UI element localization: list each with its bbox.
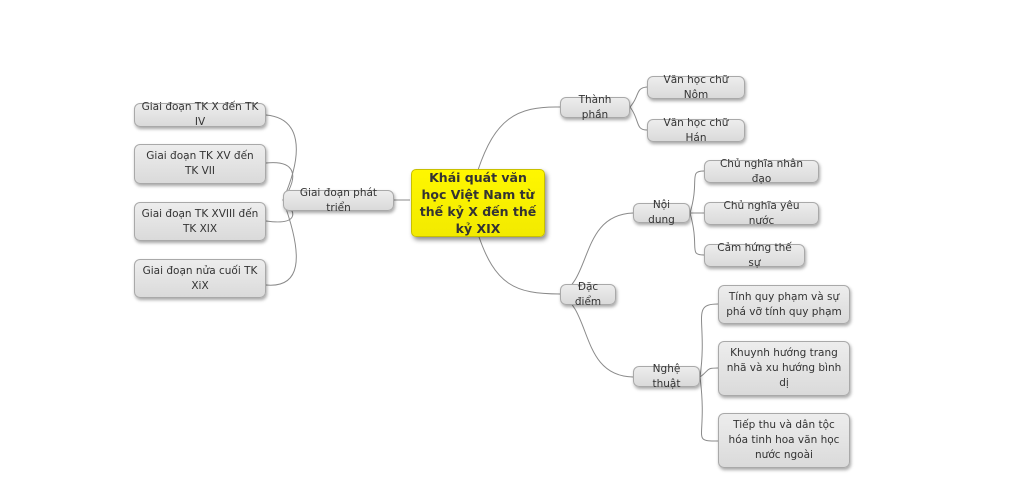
root-topic[interactable]: Khái quát văn học Việt Nam từ thế kỷ X đ… [411, 169, 545, 237]
leaf-chu-nghia-yeu-nuoc[interactable]: Chủ nghĩa yêu nước [704, 200, 819, 227]
connector-noi-dung-nhan-dao [689, 170, 705, 214]
leaf-giai-doan-nua-cuoi[interactable]: Giai đoạn nửa cuối TK XiX [134, 259, 266, 298]
leaf-giai-doan-tk-xv[interactable]: Giai đoạn TK XV đến TK VII [134, 144, 266, 184]
connector-giai-doan-tk-x [265, 114, 297, 201]
leaf-giai-doan-tk-x[interactable]: Giai đoạn TK X đến TK IV [134, 101, 266, 128]
connector-noi-dung-cam-hung [689, 212, 705, 256]
leaf-giai-doan-tk-xviii[interactable]: Giai đoạn TK XVIII đến TK XIX [134, 202, 266, 241]
leaf-khuynh-huong[interactable]: Khuynh hướng trang nhã và xu hướng bình … [718, 341, 850, 396]
connector-nghe-thuat-khuynh-huong [699, 367, 719, 378]
connector-thanh-phan-han [629, 106, 648, 131]
branch-thanh-phan[interactable]: Thành phần [560, 94, 630, 121]
leaf-chu-nghia-nhan-dao[interactable]: Chủ nghĩa nhân đạo [704, 158, 819, 185]
leaf-tiep-thu[interactable]: Tiếp thu và dân tộc hóa tinh hoa văn học… [718, 413, 850, 468]
leaf-van-hoc-chu-han[interactable]: Văn học chữ Hán [647, 117, 745, 144]
connector-nghe-thuat-quy-pham [699, 303, 719, 378]
connector-root-thanh-phan [477, 106, 561, 171]
leaf-tinh-quy-pham[interactable]: Tính quy phạm và sự phá vỡ tính quy phạm [718, 285, 850, 324]
connector-nghe-thuat-tiep-thu [699, 376, 719, 442]
branch-noi-dung[interactable]: Nội dung [633, 199, 690, 226]
connector-giai-doan-nua-cuoi [265, 199, 297, 286]
leaf-cam-hung-the-su[interactable]: Cảm hứng thế sự [704, 242, 805, 269]
connector-root-dac-diem [477, 233, 561, 295]
branch-nghe-thuat[interactable]: Nghệ thuật [633, 363, 700, 390]
branch-dac-diem[interactable]: Đặc điểm [560, 281, 616, 308]
connector-thanh-phan-nom [629, 86, 648, 108]
leaf-van-hoc-chu-nom[interactable]: Văn học chữ Nôm [647, 74, 745, 101]
branch-giai-doan-phat-trien[interactable]: Giai đoạn phát triển [283, 187, 394, 214]
